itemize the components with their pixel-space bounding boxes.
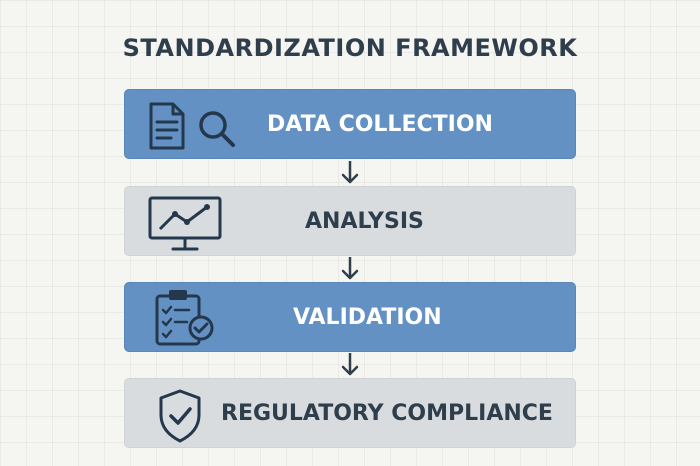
step-data-collection: DATA COLLECTION bbox=[124, 89, 576, 159]
step-label: REGULATORY COMPLIANCE bbox=[221, 401, 553, 426]
step-label: ANALYSIS bbox=[305, 209, 424, 234]
arrow-down-icon bbox=[341, 161, 359, 184]
step-validation: VALIDATION bbox=[124, 282, 576, 352]
step-regulatory-compliance: REGULATORY COMPLIANCE bbox=[124, 378, 576, 448]
diagram-title: STANDARDIZATION FRAMEWORK bbox=[122, 34, 578, 62]
shield-check-icon bbox=[159, 389, 201, 443]
step-analysis: ANALYSIS bbox=[124, 186, 576, 256]
monitor-chart-icon bbox=[148, 196, 222, 251]
clipboard-check-icon bbox=[155, 290, 214, 346]
step-label: VALIDATION bbox=[293, 305, 442, 330]
arrow-down-icon bbox=[341, 257, 359, 280]
document-search-icon bbox=[149, 102, 235, 150]
step-label: DATA COLLECTION bbox=[267, 112, 493, 137]
arrow-down-icon bbox=[341, 353, 359, 376]
